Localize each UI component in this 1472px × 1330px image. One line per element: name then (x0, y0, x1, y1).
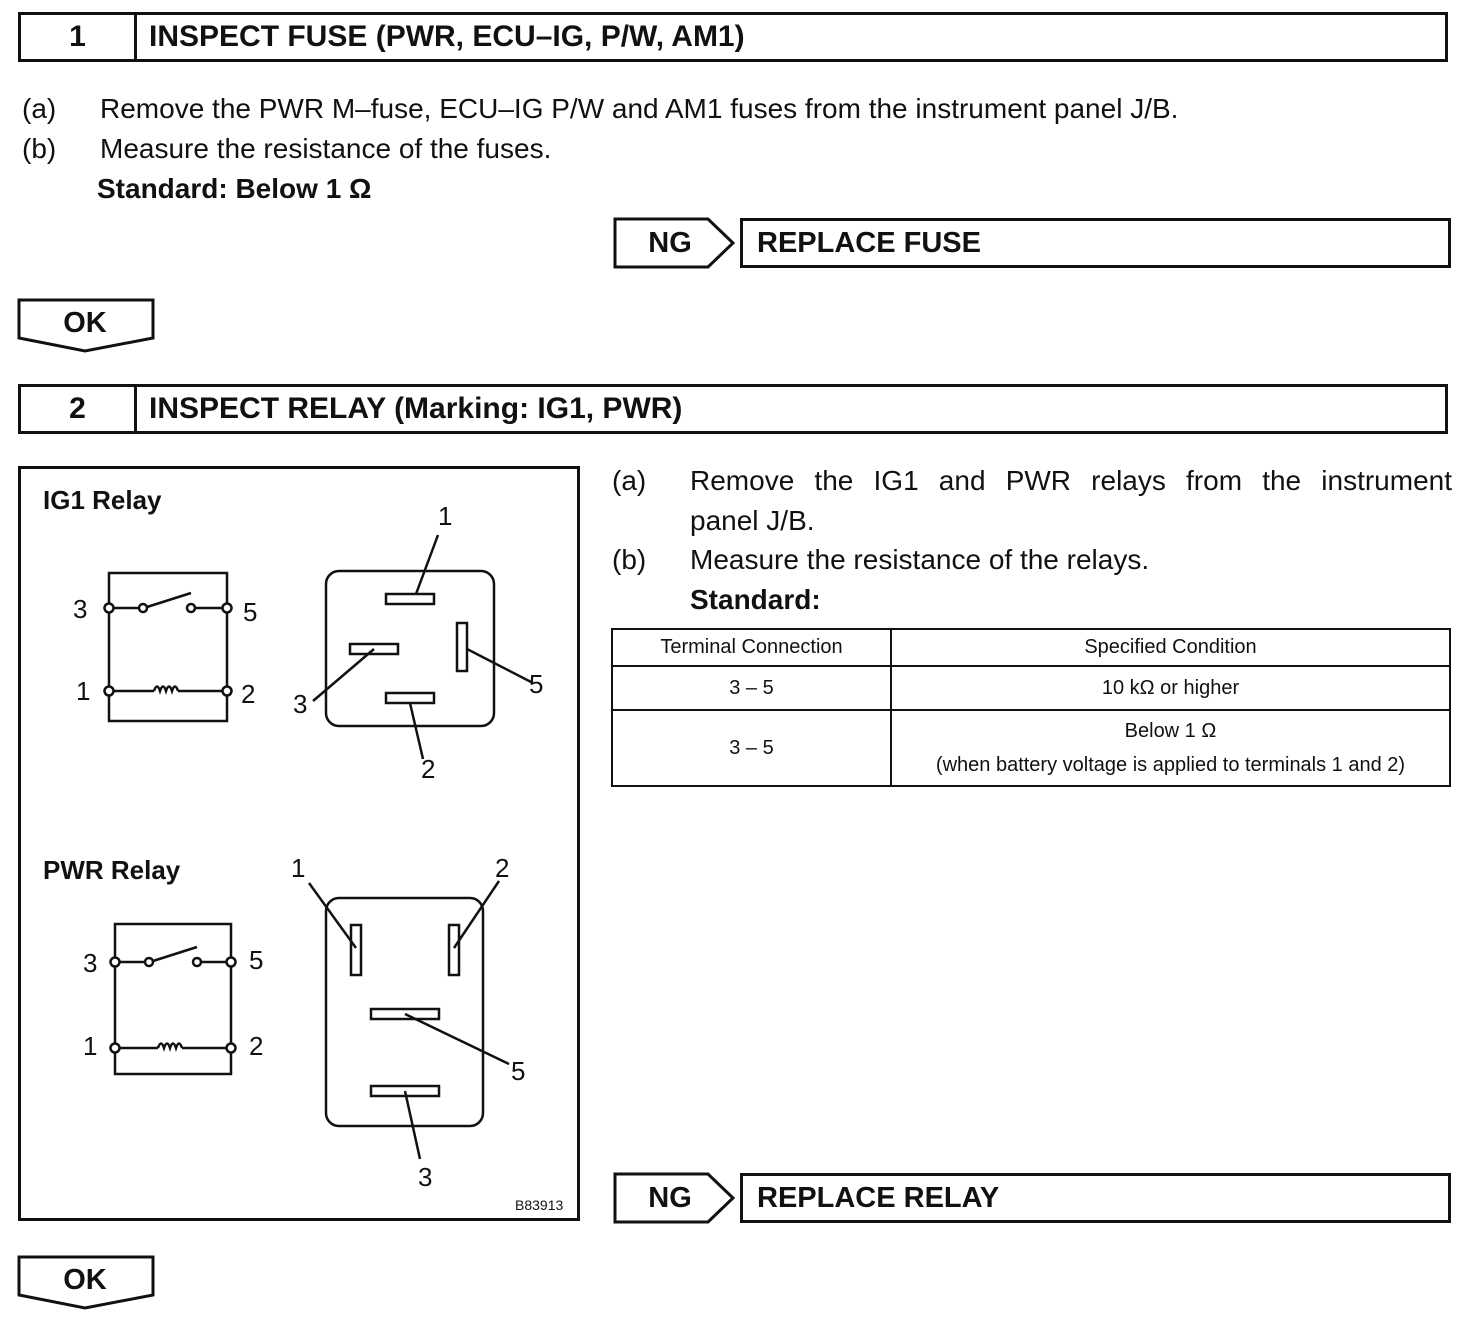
step1-number: 1 (21, 15, 137, 59)
step2-item-b: (b) Measure the resistance of the relays… (612, 540, 1452, 580)
step1-item-b: (b) Measure the resistance of the fuses. (22, 129, 1442, 169)
ig1-schematic-box (107, 571, 229, 723)
ig1-schematic-label: 1 (76, 676, 91, 706)
table-row: 3 – 5 10 kΩ or higher (611, 665, 1451, 711)
pwr-connector-label: 1 (291, 853, 306, 883)
ok-arrow-icon (17, 1255, 155, 1310)
pwr-connector-label: 3 (418, 1162, 433, 1192)
step1-title: INSPECT FUSE (PWR, ECU–IG, P/W, AM1) (149, 20, 745, 53)
relay-diagram: IG1 Relay 3 5 1 2 1 3 5 2 PWR Relay 3 5 … (18, 466, 580, 1221)
table-cell-line: (when battery voltage is applied to term… (935, 754, 1406, 776)
step2-standard: Standard: (690, 584, 821, 615)
step1-standard: Standard: Below 1 Ω (97, 173, 372, 204)
step1-ok-label: OK (63, 306, 107, 339)
table-header: Terminal Connection (611, 628, 892, 667)
step1-item-a: (a) Remove the PWR M–fuse, ECU–IG P/W an… (22, 89, 1442, 129)
item-text: Measure the resistance of the relays. (690, 544, 1150, 575)
ig1-connector-label: 3 (293, 689, 308, 719)
step2-ng-action: REPLACE RELAY (740, 1173, 1451, 1223)
pwr-connector-label: 2 (495, 853, 510, 883)
step2-ng-label: NG (648, 1181, 692, 1214)
pwr-schematic-label: 5 (249, 945, 264, 975)
pwr-connector-body (324, 896, 485, 1128)
ig1-connector-label: 5 (529, 669, 544, 699)
table-cell: Below 1 Ω (when battery voltage is appli… (890, 709, 1451, 787)
step2-title: INSPECT RELAY (Marking: IG1, PWR) (149, 392, 683, 425)
pwr-schematic-label: 2 (249, 1031, 264, 1061)
item-label: (b) (22, 133, 57, 164)
table-row: 3 – 5 Below 1 Ω (when battery voltage is… (611, 709, 1451, 787)
ig1-schematic-label: 5 (243, 597, 258, 627)
item-label: (a) (22, 93, 57, 124)
table-header-row: Terminal Connection Specified Condition (611, 628, 1451, 667)
item-text: Measure the resistance of the fuses. (100, 133, 552, 164)
ig1-relay-title: IG1 Relay (43, 485, 162, 515)
table-cell: 3 – 5 (611, 709, 892, 787)
step1-ng-label: NG (648, 226, 692, 259)
spec-table: Terminal Connection Specified Condition … (611, 628, 1451, 787)
step2-ok-label: OK (63, 1263, 107, 1296)
ig1-connector-body (324, 569, 496, 728)
ig1-switch-coil-symbol (103, 591, 233, 697)
ig1-connector-label: 1 (438, 501, 453, 531)
item-label: (a) (612, 465, 647, 496)
step2-item-a: (a) Remove the IG1 and PWR relays from t… (612, 461, 1452, 541)
relay-diagram-drawing (107, 534, 534, 1160)
item-label: (b) (612, 544, 647, 575)
table-header: Specified Condition (890, 628, 1451, 667)
ig1-connector-label: 2 (421, 754, 436, 784)
pwr-connector-label: 5 (511, 1056, 526, 1086)
pwr-schematic-label: 3 (83, 948, 98, 978)
table-cell: 10 kΩ or higher (890, 665, 1451, 711)
step2-number: 2 (21, 387, 137, 431)
pwr-schematic-label: 1 (83, 1031, 98, 1061)
step1-header: 1 INSPECT FUSE (PWR, ECU–IG, P/W, AM1) (18, 12, 1448, 62)
pwr-schematic-box (113, 922, 233, 1076)
table-cell-line: Below 1 Ω (1124, 720, 1217, 742)
ok-arrow-icon (17, 298, 155, 353)
ig1-schematic-label: 3 (73, 594, 88, 624)
ig1-schematic-label: 2 (241, 679, 256, 709)
item-text: Remove the PWR M–fuse, ECU–IG P/W and AM… (100, 93, 1179, 124)
step1-ng-action: REPLACE FUSE (740, 218, 1451, 268)
figure-code: B83913 (515, 1197, 564, 1213)
ng-arrow-icon (613, 1172, 736, 1224)
pwr-switch-coil-symbol (109, 945, 237, 1054)
ng-arrow-icon (613, 217, 736, 269)
pwr-relay-title: PWR Relay (43, 855, 181, 885)
step2-header: 2 INSPECT RELAY (Marking: IG1, PWR) (18, 384, 1448, 434)
item-text-line2: panel J/B. (690, 505, 815, 536)
item-text-line1: Remove the IG1 and PWR relays from the i… (690, 465, 1452, 496)
table-cell: 3 – 5 (611, 665, 892, 711)
